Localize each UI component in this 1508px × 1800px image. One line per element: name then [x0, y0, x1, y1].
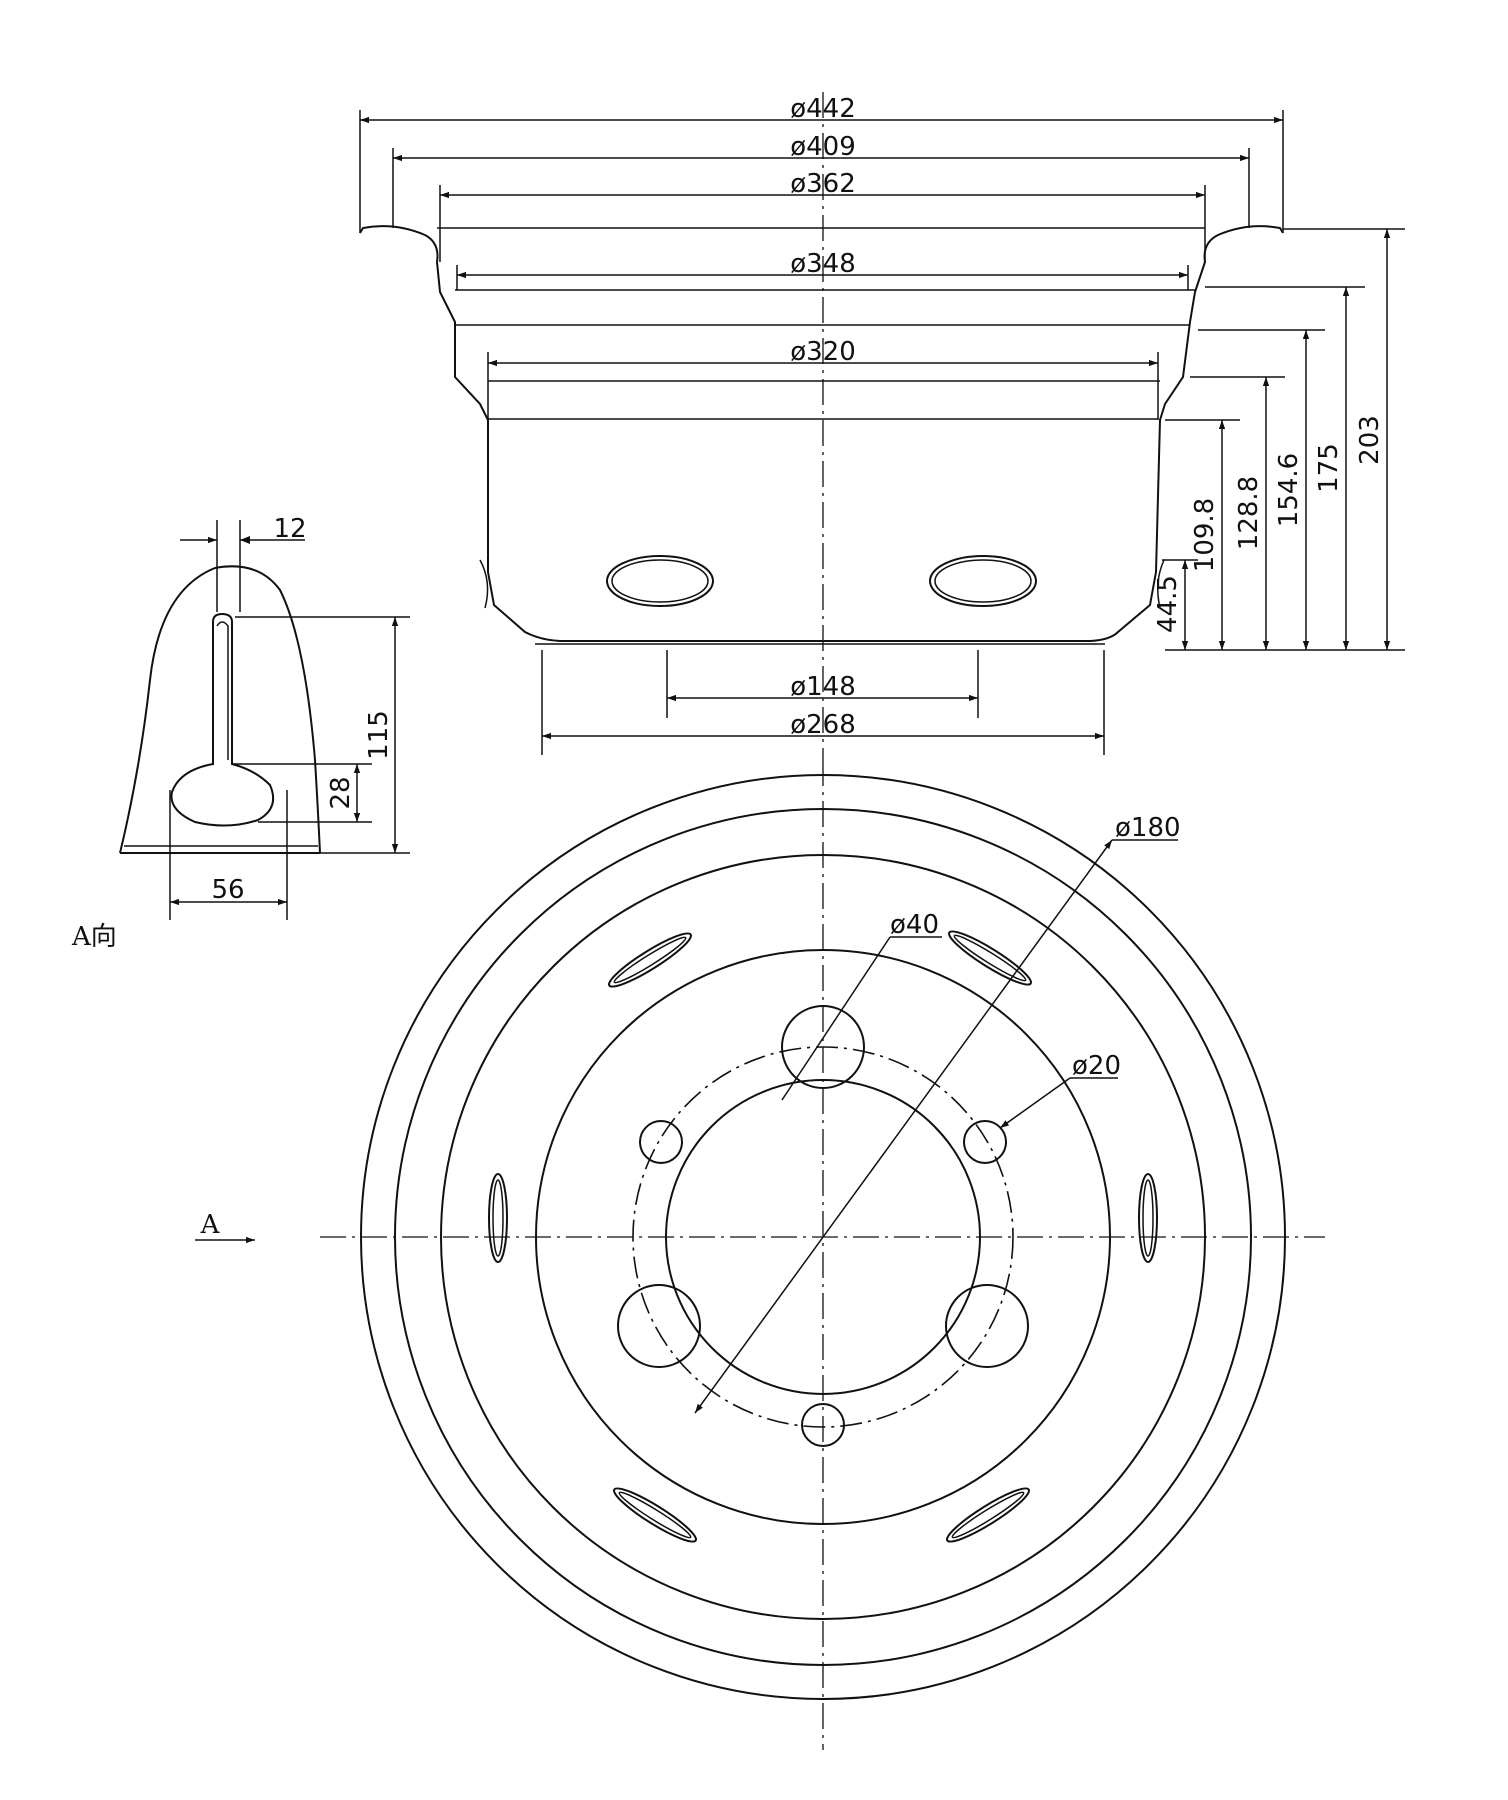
keyhole-inner: [216, 621, 229, 760]
slot-lower-left: [613, 1487, 697, 1543]
vent-hole-left-inner: [611, 559, 709, 603]
keyhole-slot: [170, 612, 274, 827]
dim-362: ø362: [790, 169, 856, 199]
slot-right-inner: [1142, 1179, 1154, 1257]
rim-outline: [359, 225, 1284, 642]
dim-148: ø148: [790, 672, 856, 702]
leader-180: [694, 839, 1113, 1414]
stud-hole-lower-left: [617, 1284, 701, 1368]
view-label-a: A向: [71, 922, 117, 952]
dim-175: 175: [1314, 443, 1344, 493]
dim-154-6: 154.6: [1274, 453, 1304, 527]
left-bump: [479, 559, 489, 609]
dim-44-5: 44.5: [1153, 575, 1183, 633]
dim-320: ø320: [790, 337, 856, 367]
dim-12: 12: [273, 514, 306, 544]
slot-upper-left: [608, 932, 692, 988]
vent-hole-right-inner: [934, 559, 1032, 603]
dim-20: ø20: [1072, 1051, 1121, 1081]
slot-right: [1138, 1173, 1158, 1263]
outer-rim-circle: [360, 774, 1286, 1700]
section-a-view: 12 115 28 56 A向: [71, 514, 410, 952]
stud-hole-lower-right: [945, 1284, 1029, 1368]
vent-hole-left: [606, 555, 714, 607]
slot-lower-right: [946, 1487, 1030, 1543]
top-view: ø442 ø409 ø362 ø348 ø320 ø148 ø268: [359, 92, 1405, 760]
slot-outer-profile: [119, 565, 321, 854]
leader-40: [781, 936, 891, 1101]
dim-40: ø40: [890, 910, 939, 940]
small-hole-left: [639, 1120, 683, 1164]
front-view: ø180 ø40 ø20 A: [195, 760, 1325, 1750]
slot-upper-right: [948, 930, 1032, 986]
dim-442: ø442: [790, 94, 856, 124]
leader-20: [999, 1077, 1071, 1129]
vent-hole-right: [929, 555, 1037, 607]
dim-56: 56: [211, 875, 244, 905]
dim-128-8: 128.8: [1234, 476, 1264, 550]
dim-203: 203: [1355, 415, 1385, 465]
rim-flange-circle: [394, 808, 1252, 1666]
slot-left: [488, 1173, 508, 1263]
arrow-12: [240, 536, 250, 544]
dim-28: 28: [326, 776, 356, 809]
right-bump: [1157, 559, 1165, 609]
dim-348: ø348: [790, 249, 856, 279]
view-arrow-label: A: [200, 1210, 221, 1240]
dim-109-8: 109.8: [1190, 498, 1220, 572]
dim-115: 115: [364, 710, 394, 760]
dim-409: ø409: [790, 132, 856, 162]
dim-180: ø180: [1115, 813, 1181, 843]
slot-left-inner: [492, 1179, 504, 1257]
dim-268: ø268: [790, 710, 856, 740]
